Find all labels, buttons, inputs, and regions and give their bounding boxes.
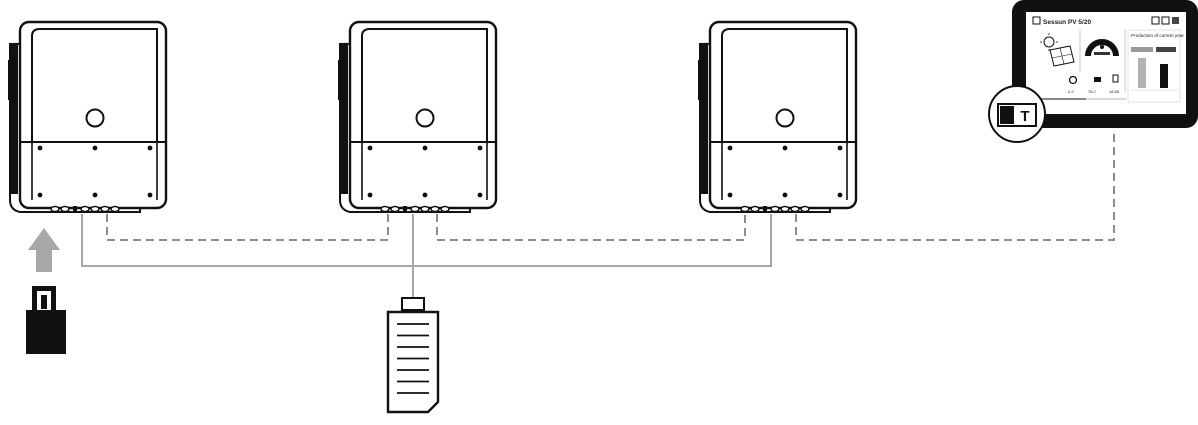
terminator-badge: T	[988, 85, 1046, 143]
tablet-settings-icon	[1172, 17, 1179, 24]
terminator-letter: T	[1020, 108, 1029, 125]
stat-value-1: 2.2	[1068, 89, 1074, 94]
house-icon	[1094, 77, 1101, 82]
communication-line	[106, 130, 1115, 241]
stat-value-2: 76.2	[1088, 89, 1097, 94]
app-title: Sessun PV 5/20	[1043, 19, 1091, 26]
battery-icon	[386, 297, 440, 414]
consumption-icon	[1068, 75, 1078, 85]
stat-value-3: 18.68	[1109, 89, 1120, 94]
inverter-1	[6, 20, 168, 215]
power-bus	[81, 214, 772, 298]
production-bar-1	[1138, 58, 1146, 88]
inverter-3	[696, 20, 858, 215]
battery-small-icon	[1112, 74, 1119, 83]
input-arrow-icon	[28, 228, 60, 272]
terminator-plug-icon	[26, 286, 66, 354]
production-bar-2	[1160, 64, 1168, 88]
tablet-device: Sessun PV 5/20 Production of current yea	[1012, 0, 1198, 128]
power-gauge	[1085, 39, 1119, 57]
tablet-stats: 2.2 76.2 18.68	[1068, 74, 1120, 94]
tablet-grid-icon	[1161, 16, 1170, 25]
inverter-2	[336, 20, 498, 215]
sun-icon	[1040, 33, 1058, 51]
solar-panel-icon	[1049, 45, 1075, 67]
panel-title: Production of current year	[1131, 33, 1184, 38]
tablet-menu-icon	[1151, 16, 1160, 25]
